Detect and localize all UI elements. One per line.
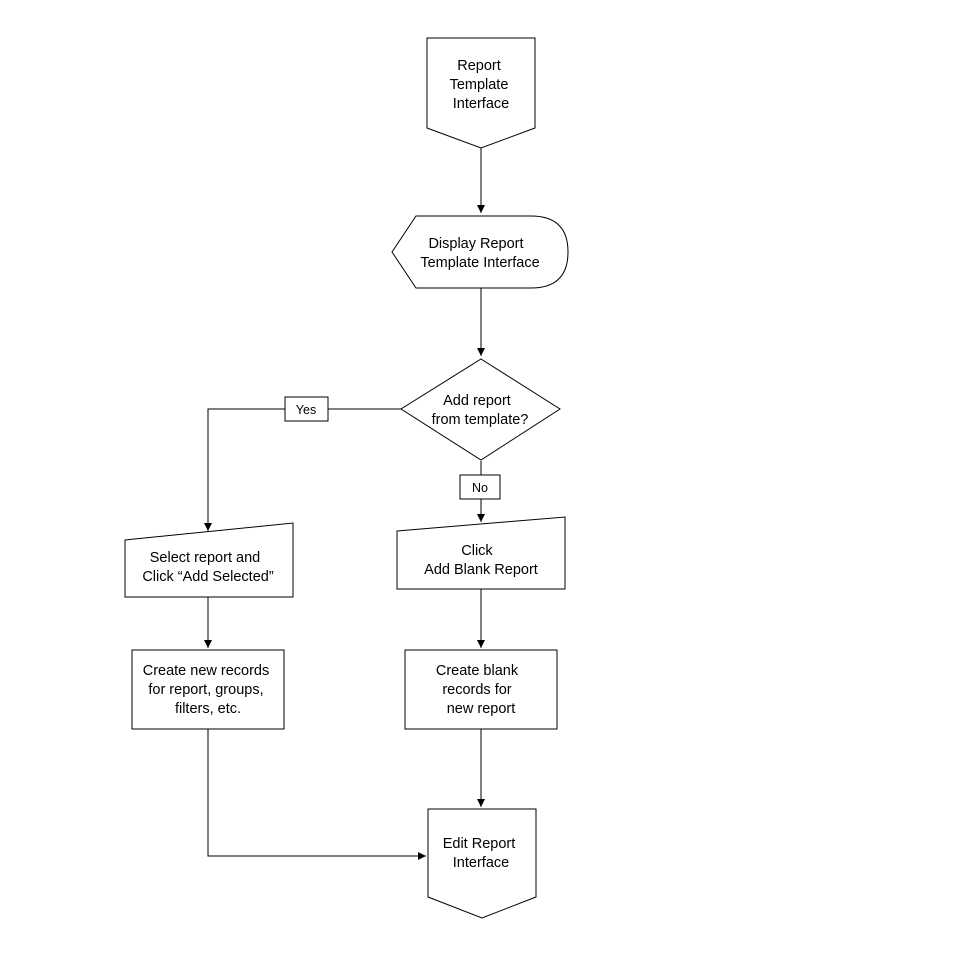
edge-create-records-to-edit [207, 729, 426, 860]
node-create-new-records: Create new records for report, groups, f… [131, 649, 285, 730]
node-text-line: Template Interface [420, 255, 539, 271]
no-label: No [472, 481, 488, 495]
node-text-line: Display Report [428, 236, 523, 252]
node-report-template-interface: Report Template Interface [426, 37, 536, 149]
node-edit-report-interface: Edit Report Interface [427, 808, 537, 919]
node-text-line: Add Blank Report [424, 562, 538, 578]
svg-text:Click Add Blank Report: Click Add Blank Report [424, 543, 538, 578]
node-create-blank-records: Create blank records for new report [404, 649, 558, 730]
node-text-line: for report, groups, [148, 682, 263, 698]
node-text-line: Click [461, 543, 493, 559]
svg-text:Create blank records for: Create blank records for new report [436, 663, 522, 717]
node-text-line: Interface [453, 855, 509, 871]
svg-text:Edit Report Interface: Edit Report Interface [443, 836, 520, 871]
connectors [204, 148, 485, 860]
node-text-line: Create blank [436, 663, 519, 679]
node-text-line: new report [447, 701, 516, 717]
node-display-report-template-interface: Display Report Template Interface [391, 215, 569, 289]
edge-label-yes: Yes [284, 396, 329, 422]
svg-text:Report Template In: Report Template Interface [450, 58, 513, 112]
node-text-line: Template [450, 77, 509, 93]
node-text-line: filters, etc. [175, 701, 241, 717]
node-text-line: Add report [443, 393, 511, 409]
node-text-line: from template? [432, 412, 529, 428]
node-click-add-blank-report: Click Add Blank Report [396, 516, 566, 590]
svg-text:Select report and Click: Select report and Click “Add Selected” [142, 550, 274, 585]
node-text-line: Report [457, 58, 501, 74]
node-text-line: Interface [453, 96, 509, 112]
svg-text:Add report from template: Add report from template? [432, 393, 529, 428]
edge-label-no: No [459, 474, 501, 500]
svg-text:Create new records for r: Create new records for report, groups, f… [143, 663, 274, 717]
edge-decision-yes [204, 408, 401, 531]
yes-label: Yes [296, 403, 316, 417]
node-text-line: Create new records [143, 663, 270, 679]
node-text-line: Select report and [150, 550, 260, 566]
node-text-line: Edit Report [443, 836, 516, 852]
node-select-report: Select report and Click “Add Selected” [124, 522, 294, 598]
svg-text:Display Report Template: Display Report Template Interface [420, 236, 539, 271]
node-text-line: Click “Add Selected” [142, 569, 274, 585]
node-text-line: records for [442, 682, 511, 698]
node-add-report-decision: Add report from template? [400, 358, 561, 461]
